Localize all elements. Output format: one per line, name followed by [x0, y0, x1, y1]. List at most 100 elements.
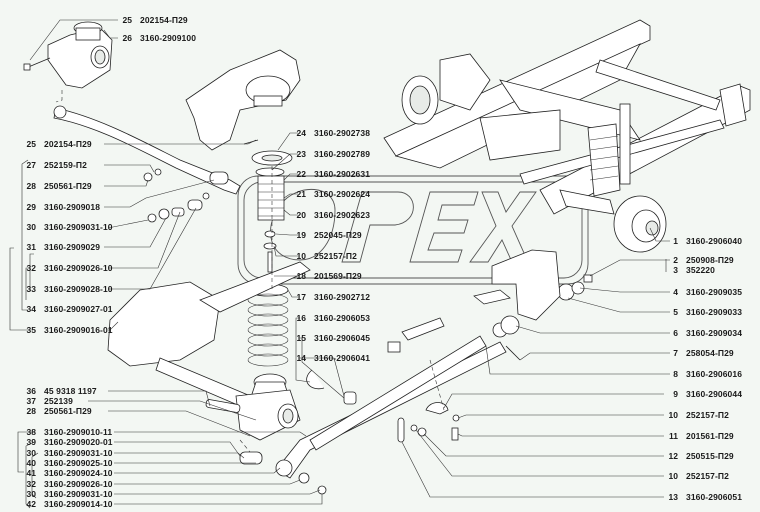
bump-stop-stack — [251, 150, 293, 273]
part-number: 3160-2906016 — [686, 369, 743, 379]
callout-number: 13 — [668, 492, 678, 502]
panhard-rod — [309, 274, 593, 451]
part-number: 3160-2902623 — [314, 210, 371, 220]
callout-number: 1 — [673, 236, 678, 246]
part-number: 3160-2902789 — [314, 149, 371, 159]
callout-30: 30 3160-2909031-10 — [22, 222, 113, 232]
callout-number: 30 — [26, 448, 36, 458]
callout-number: 20 — [296, 210, 306, 220]
callout-number: 30 — [26, 489, 36, 499]
callout-number: 41 — [26, 468, 36, 478]
callout-number: 17 — [296, 292, 306, 302]
callout-31: 31 3160-2909029 — [22, 242, 100, 252]
callout-number: 11 — [669, 431, 678, 441]
callout-number: 42 — [26, 499, 36, 509]
callout-41: 41 3160-2909024-10 — [22, 468, 113, 478]
callout-number: 21 — [296, 189, 306, 199]
part-number: 252157-П2 — [686, 471, 729, 481]
callout-number: 2 — [673, 255, 678, 265]
part-number: 202154-П29 — [44, 139, 92, 149]
part-number: 3160-2906053 — [314, 313, 371, 323]
chassis-frame — [383, 19, 751, 253]
watermark — [237, 175, 589, 285]
part-number: 3160-2909016-01 — [44, 325, 113, 335]
part-number: 202154-П29 — [140, 15, 188, 25]
callout-21: 21 3160-2902624 — [292, 189, 370, 199]
callout-7: 7 258054-П29 — [664, 348, 734, 358]
part-number: 3160-2909031-10 — [44, 448, 113, 458]
part-number: 250561-П29 — [44, 406, 92, 416]
center-leader-lines — [271, 132, 345, 399]
callout-30-bottom-b: 30 3160-2909031-10 — [22, 489, 113, 499]
callout-number: 32 — [26, 263, 36, 273]
callout-number: 8 — [673, 369, 678, 379]
part-number: 3160-2902738 — [314, 128, 371, 138]
callout-number: 26 — [122, 33, 132, 43]
callout-number: 33 — [26, 284, 36, 294]
part-number: 252045-П29 — [314, 230, 362, 240]
front-axle — [107, 261, 311, 441]
part-number: 3160-2909029 — [44, 242, 101, 252]
part-number: 250561-П29 — [44, 181, 92, 191]
callout-number: 23 — [296, 149, 306, 159]
part-number: 3160-2909024-10 — [44, 468, 113, 478]
part-number: 3160-2909031-10 — [44, 489, 113, 499]
callout-23: 23 3160-2902789 — [292, 149, 370, 159]
callout-number: 31 — [26, 242, 36, 252]
part-number: 258054-П29 — [686, 348, 734, 358]
part-number: 3160-2909100 — [140, 33, 197, 43]
part-number: 3160-2909018 — [44, 202, 101, 212]
part-number: 3160-2902624 — [314, 189, 371, 199]
part-number: 3160-2909033 — [686, 307, 743, 317]
callout-number: 7 — [673, 348, 678, 358]
part-number: 201561-П29 — [686, 431, 734, 441]
part-number: 3160-2909025-10 — [44, 458, 113, 468]
callout-number: 25 — [26, 139, 36, 149]
callout-8: 8 3160-2906016 — [664, 369, 742, 379]
part-number: 3160-2909026-10 — [44, 479, 113, 489]
part-number: 3160-2906041 — [314, 353, 371, 363]
callout-20: 20 3160-2902623 — [292, 210, 370, 220]
part-number: 3160-2909010-11 — [44, 427, 113, 437]
part-number: 252139 — [44, 396, 73, 406]
callout-26: 26 3160-2909100 — [118, 33, 196, 43]
part-number: 252157-П2 — [314, 251, 357, 261]
part-number: 3160-2906045 — [314, 333, 371, 343]
callout-number: 4 — [673, 287, 678, 297]
callout-32: 32 3160-2909026-10 — [22, 263, 113, 273]
callout-number: 10 — [668, 410, 678, 420]
callout-number: 38 — [26, 427, 36, 437]
callout-38: 38 3160-2909010-11 — [22, 427, 113, 437]
part-number: 3160-2909031-10 — [44, 222, 113, 232]
callout-number: 30 — [26, 222, 36, 232]
callout-number: 29 — [26, 202, 36, 212]
callout-number: 6 — [673, 328, 678, 338]
part-number: 3160-2909026-10 — [44, 263, 113, 273]
stabilizer-bar — [53, 105, 241, 195]
